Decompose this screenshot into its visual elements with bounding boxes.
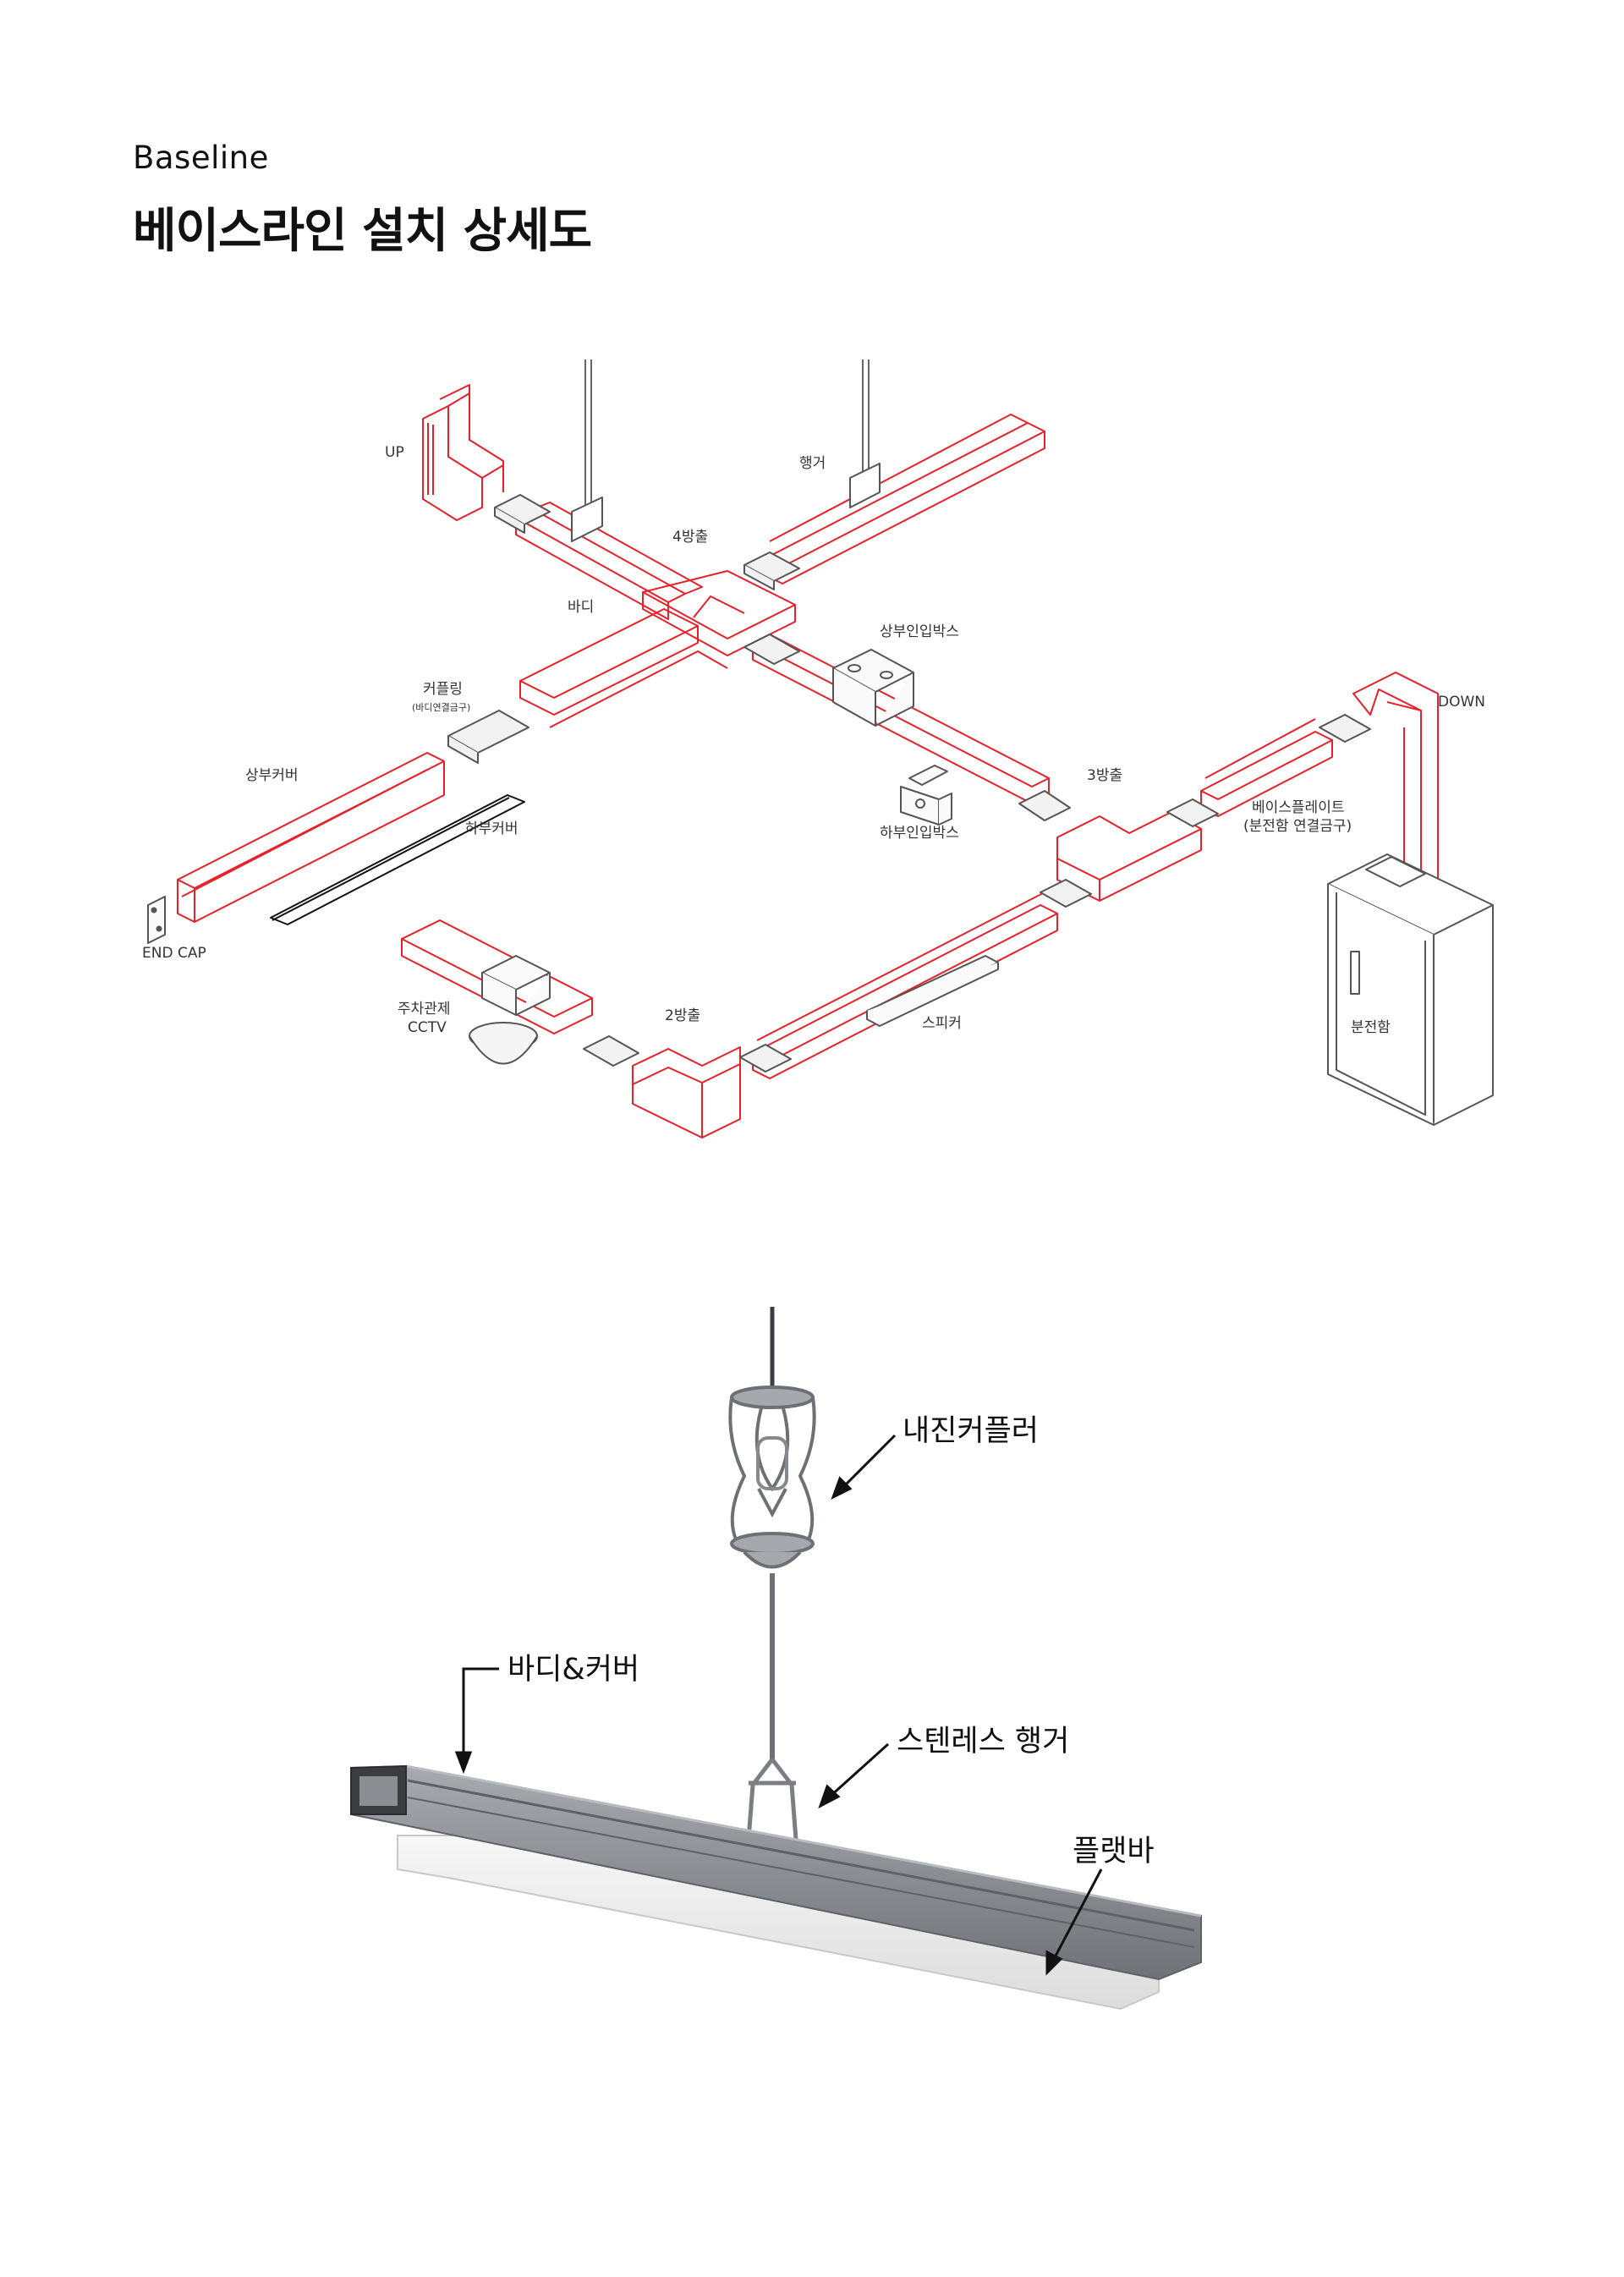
label-panel-box: 분전함 xyxy=(1351,1019,1391,1036)
label-flat-bar: 플랫바 xyxy=(1073,1835,1155,1868)
body-cover-profile xyxy=(350,1764,1202,1981)
label-body: 바디 xyxy=(568,599,594,616)
run-down-right xyxy=(752,634,1050,804)
run-upper-left xyxy=(515,502,703,620)
label-bottom-cover: 하부커버 xyxy=(465,820,518,837)
label-parking-cctv-1: 주차관제 xyxy=(398,1001,451,1018)
up-elbow xyxy=(422,384,504,521)
label-base-plate: 베이스플레이트 xyxy=(1252,799,1344,816)
run-bottom-right xyxy=(752,892,1058,1079)
run-middle-left xyxy=(519,608,728,728)
coupling-bottom-a xyxy=(739,1044,792,1073)
coupling-right-a xyxy=(1166,798,1219,827)
cctv-dome xyxy=(469,1022,538,1065)
cctv-clamp xyxy=(481,955,551,1016)
label-stainless-hanger: 스텐레스 행거 xyxy=(897,1725,1069,1759)
label-three-way: 3방출 xyxy=(1087,767,1122,784)
four-way-cross xyxy=(642,570,796,656)
label-coupling-sub: (바디연결금구) xyxy=(412,702,470,713)
iso-diagram xyxy=(147,359,1494,1138)
label-four-way: 4방출 xyxy=(672,529,708,546)
run-right xyxy=(1200,718,1333,817)
label-bottom-inlet-box: 하부인입박스 xyxy=(880,825,959,842)
arrow-inner-coupler xyxy=(831,1434,897,1501)
label-up: UP xyxy=(385,444,404,461)
inner-coupler xyxy=(728,1385,816,1569)
label-end-cap: END CAP xyxy=(142,945,206,962)
top-cover xyxy=(177,752,445,923)
page-title: 베이스라인 설치 상세도 xyxy=(133,204,592,259)
label-top-cover: 상부커버 xyxy=(245,767,299,784)
label-parking-cctv-2: CCTV xyxy=(408,1019,447,1036)
panel-box xyxy=(1327,853,1494,1126)
arrow-flat-bar xyxy=(1045,1868,1103,1976)
two-way xyxy=(632,1046,741,1138)
speaker xyxy=(866,955,999,1027)
section-subtitle: Baseline xyxy=(133,140,269,176)
coupling-down-right-a xyxy=(743,634,800,665)
hanger-clip-right xyxy=(849,463,881,508)
bottom-cover xyxy=(270,794,525,925)
label-speaker: 스피커 xyxy=(922,1015,962,1032)
coupling-down-right-b xyxy=(1018,790,1071,821)
coupling-cctv xyxy=(583,1035,639,1067)
label-base-plate-sub: (분전함 연결금구) xyxy=(1243,818,1352,835)
arrow-body-cover xyxy=(454,1667,499,1775)
label-two-way: 2방출 xyxy=(665,1007,700,1024)
detail-illustration xyxy=(350,1307,1202,2011)
coupling-mid-left xyxy=(447,710,529,764)
label-down: DOWN xyxy=(1438,694,1485,711)
run-upper-right xyxy=(765,414,1045,584)
label-top-inlet-box: 상부인입박스 xyxy=(880,623,959,640)
hanger-wires xyxy=(584,359,870,508)
label-inner-coupler: 내진커플러 xyxy=(903,1414,1039,1448)
top-inlet-box xyxy=(832,649,914,727)
stainless-hanger-bracket xyxy=(746,1758,798,1841)
callout-arrows xyxy=(454,1434,1103,1976)
label-body-cover: 바디&커버 xyxy=(508,1653,639,1687)
label-coupling: 커플링 xyxy=(423,681,463,698)
coupling-right-b xyxy=(1319,714,1371,743)
arrow-stainless-hanger xyxy=(818,1742,890,1809)
label-hanger: 행거 xyxy=(799,455,826,472)
coupling-bottom-b xyxy=(1040,879,1092,908)
coupling-upper-left xyxy=(494,494,551,534)
end-cap xyxy=(147,896,166,944)
hanger-clip-left xyxy=(571,497,603,542)
bottom-inlet-box xyxy=(900,765,952,826)
coupling-upper-right xyxy=(743,551,800,590)
